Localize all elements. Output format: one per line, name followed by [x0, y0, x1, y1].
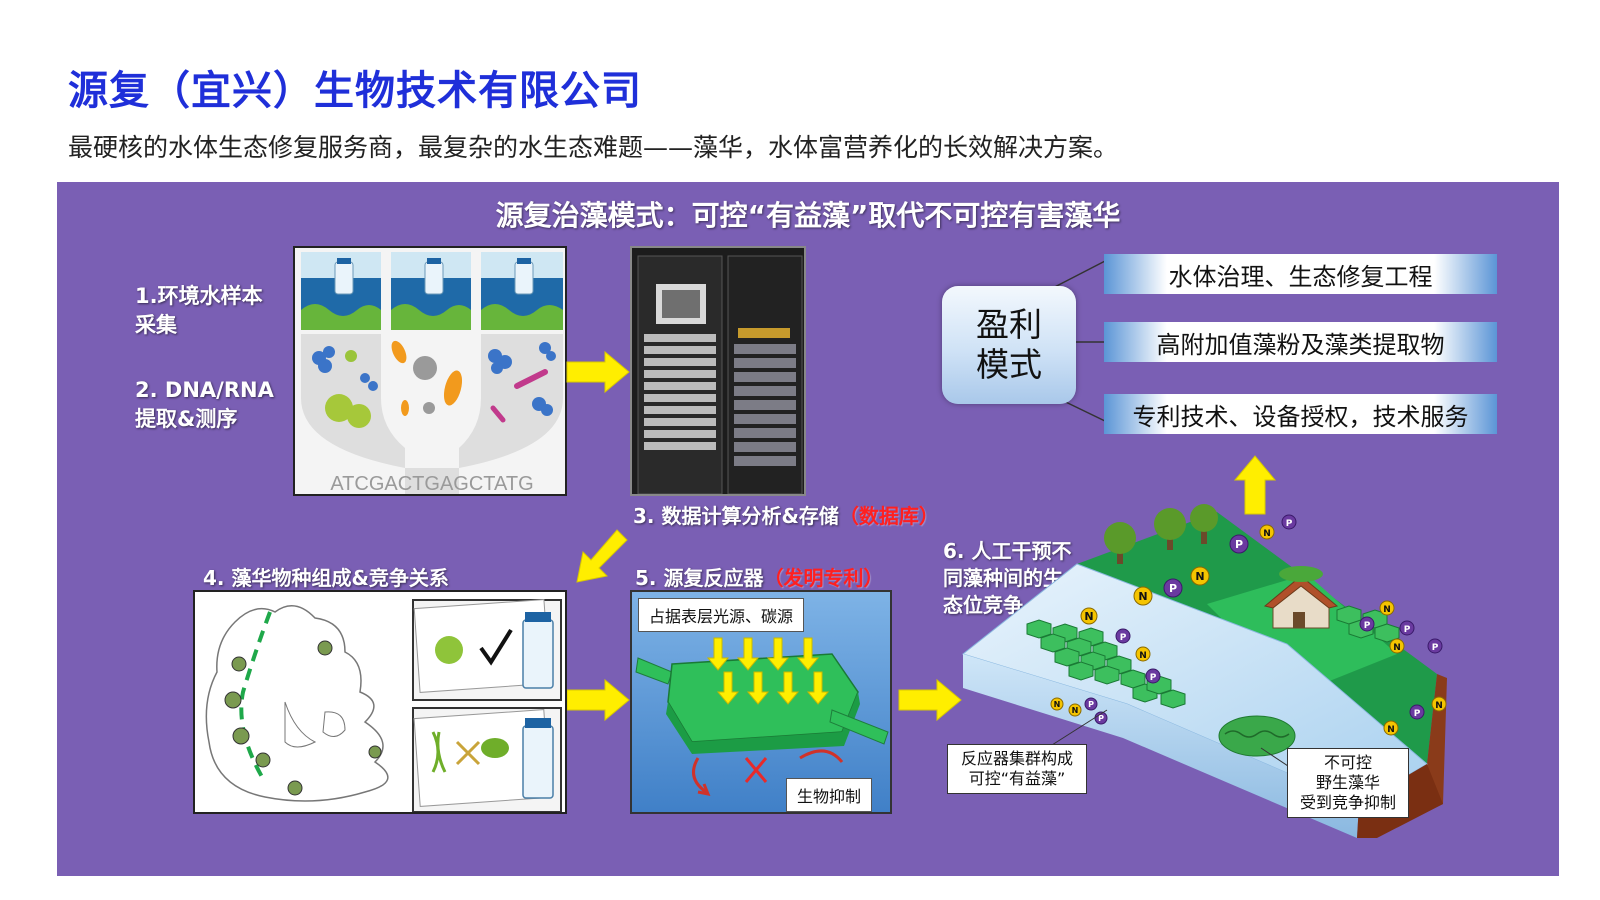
nutrient-n: N: [1050, 697, 1064, 711]
species-competition-illustration: [193, 590, 567, 814]
svg-text:P: P: [1169, 582, 1177, 595]
sampling-graphic: ATCGACTGAGCTATG: [295, 248, 565, 495]
arrow-right-icon: [566, 678, 630, 722]
nutrient-p: P: [1427, 638, 1443, 654]
arrow-right-icon: [898, 678, 962, 722]
profit-center-line2: 模式: [976, 345, 1042, 384]
profit-item-2: 高附加值藻粉及藻类提取物: [1104, 322, 1497, 362]
svg-text:P: P: [1088, 700, 1094, 709]
svg-text:N: N: [1393, 643, 1401, 653]
server-graphic: [632, 248, 804, 494]
nutrient-n: N: [1190, 566, 1210, 586]
nutrient-n: N: [1431, 696, 1447, 712]
nutrient-p: P: [1399, 620, 1415, 636]
reactor-top-tag: 占据表层光源、碳源: [638, 598, 805, 632]
arrow-right-icon: [566, 350, 630, 394]
dna-sequence: ATCGACTGAGCTATG: [330, 473, 533, 495]
nutrient-n: N: [1383, 720, 1399, 736]
nutrient-p: P: [1163, 578, 1183, 598]
svg-text:P: P: [1150, 673, 1157, 683]
nutrient-n: N: [1133, 586, 1153, 606]
svg-text:N: N: [1138, 590, 1147, 603]
competition-card-2: [412, 707, 562, 812]
svg-text:N: N: [1387, 725, 1395, 735]
wild-bloom-callout: 不可控 野生藻华 受到竞争抑制: [1287, 748, 1409, 818]
reactor-cluster-callout: 反应器集群构成 可控“有益藻”: [947, 744, 1087, 794]
step6-label: 6. 人工干预不 同藻种间的生 态位竞争: [943, 539, 1072, 617]
nutrient-n: N: [1068, 703, 1082, 717]
step3-label: 3. 数据计算分析&存储（数据库）: [633, 504, 939, 528]
panel-title: 源复治藻模式：可控“有益藻”取代不可控有害藻华: [495, 199, 1121, 232]
nutrient-p: P: [1229, 534, 1249, 554]
nutrient-p: P: [1145, 668, 1161, 684]
model-panel: 源复治藻模式：可控“有益藻”取代不可控有害藻华 1.环境水样本 采集 2. DN…: [57, 182, 1559, 876]
svg-text:N: N: [1072, 706, 1079, 715]
sample-panel-3: [481, 252, 563, 330]
nutrient-n: N: [1379, 600, 1395, 616]
sample-panel-1: [301, 252, 381, 330]
svg-text:P: P: [1286, 519, 1293, 529]
nutrient-p: P: [1409, 704, 1425, 720]
arrow-down-left-icon: [576, 529, 628, 583]
svg-text:P: P: [1404, 625, 1411, 635]
profit-item-3: 专利技术、设备授权，技术服务: [1104, 394, 1497, 434]
nutrient-n: N: [1135, 646, 1151, 662]
nutrient-n: N: [1389, 638, 1405, 654]
svg-text:P: P: [1235, 538, 1243, 551]
arrow-up-icon: [1233, 455, 1277, 515]
reactor-illustration: 占据表层光源、碳源 生物抑制: [630, 590, 892, 814]
step2-label: 2. DNA/RNA 提取&测序: [135, 378, 274, 431]
page-title: 源复（宜兴）生物技术有限公司: [68, 68, 642, 114]
sample-panel-2: [391, 252, 471, 330]
svg-text:P: P: [1432, 643, 1439, 653]
nutrient-p: P: [1115, 628, 1131, 644]
svg-text:N: N: [1435, 701, 1443, 711]
svg-text:N: N: [1263, 529, 1271, 539]
svg-text:N: N: [1054, 700, 1061, 709]
svg-text:N: N: [1195, 570, 1204, 583]
profit-center-line1: 盈利: [976, 305, 1042, 344]
microbes: [312, 340, 556, 428]
nutrient-p: P: [1359, 616, 1375, 632]
profit-item-1: 水体治理、生态修复工程: [1104, 254, 1497, 294]
page-subtitle: 最硬核的水体生态修复服务商，最复杂的水生态难题——藻华，水体富营养化的长效解决方…: [68, 133, 1119, 162]
step5-label: 5. 源复反应器（发明专利）: [635, 566, 884, 590]
house-icon: [1263, 566, 1339, 629]
nutrient-n: N: [1259, 524, 1275, 540]
step1-label: 1.环境水样本 采集: [135, 284, 263, 337]
nutrient-n: N: [1080, 607, 1098, 625]
svg-text:N: N: [1139, 651, 1147, 661]
svg-text:P: P: [1120, 633, 1127, 643]
species-graphic: [195, 592, 565, 812]
svg-text:P: P: [1414, 709, 1421, 719]
server-rack-photo: [630, 246, 806, 496]
tree-icon: [1104, 504, 1218, 564]
svg-text:N: N: [1084, 610, 1093, 623]
reactor-bottom-tag: 生物抑制: [786, 778, 873, 812]
svg-text:P: P: [1098, 714, 1104, 723]
sampling-illustration: ATCGACTGAGCTATG: [293, 246, 567, 496]
nutrient-p: P: [1084, 697, 1098, 711]
svg-text:P: P: [1364, 621, 1371, 631]
step4-label: 4. 藻华物种组成&竞争关系: [203, 566, 449, 590]
profit-model-box: 盈利模式: [942, 286, 1076, 404]
svg-text:N: N: [1383, 605, 1391, 615]
competition-card-1: [412, 599, 562, 701]
nutrient-p: P: [1281, 514, 1297, 530]
